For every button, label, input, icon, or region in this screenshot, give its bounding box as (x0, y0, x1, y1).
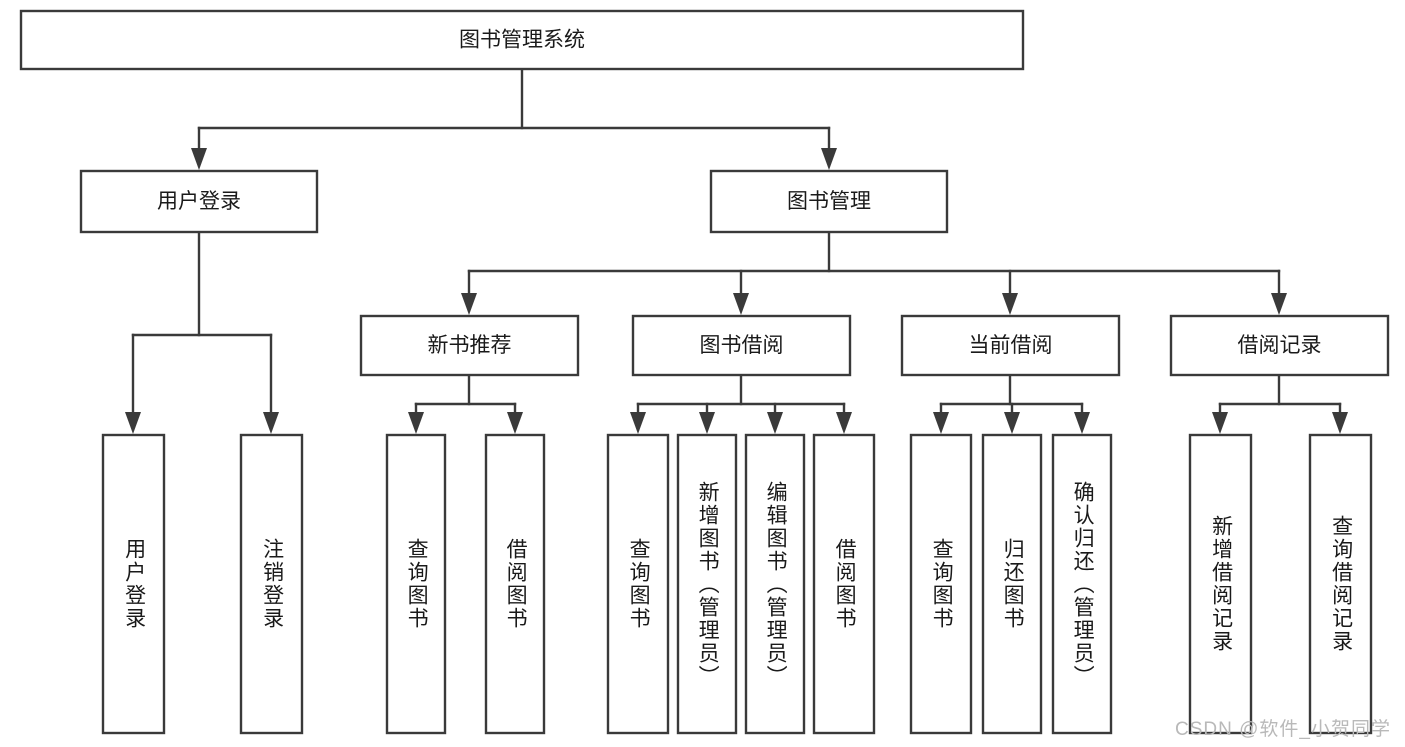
node-box-leaf-0[interactable] (101, 433, 166, 735)
node-box-leaf-10[interactable] (1051, 433, 1113, 735)
node-label-用户登录: 用户登录 (157, 190, 241, 213)
connector-借阅记录-6-arrowhead-0 (1212, 412, 1228, 434)
connector-图书管理-2-arrowhead-0 (461, 293, 477, 315)
connector-图书管理-2-arrowhead-3 (1271, 293, 1287, 315)
connector-图书借阅-4-arrowhead-3 (836, 412, 852, 434)
node-box-leaf-9[interactable] (981, 433, 1043, 735)
connector-图书借阅-4-arrowhead-2 (767, 412, 783, 434)
connector-图书借阅-4-arrowhead-1 (699, 412, 715, 434)
connector-图书管理系统-0-arrowhead-0 (191, 148, 207, 170)
connector-图书管理-2-arrowhead-2 (1002, 293, 1018, 315)
node-box-leaf-11[interactable] (1188, 433, 1253, 735)
node-box-leaf-6[interactable] (744, 433, 806, 735)
node-box-layer (19, 9, 1390, 735)
connector-图书管理系统-0-arrowhead-1 (821, 148, 837, 170)
connector-当前借阅-5-arrowhead-1 (1004, 412, 1020, 434)
node-box-leaf-4[interactable] (606, 433, 670, 735)
connector-借阅记录-6-arrowhead-1 (1332, 412, 1348, 434)
node-label-借阅记录: 借阅记录 (1238, 334, 1322, 357)
node-box-level3-2[interactable] (900, 314, 1121, 377)
node-box-level2-1[interactable] (709, 169, 949, 234)
connector-用户登录-1-arrowhead-0 (125, 412, 141, 434)
node-box-leaf-7[interactable] (812, 433, 876, 735)
node-box-leaf-1[interactable] (239, 433, 304, 735)
node-box-level3-1[interactable] (631, 314, 852, 377)
node-label-新书推荐: 新书推荐 (428, 334, 512, 357)
connector-当前借阅-5-arrowhead-0 (933, 412, 949, 434)
node-label-图书管理: 图书管理 (787, 190, 871, 213)
node-box-leaf-5[interactable] (676, 433, 738, 735)
node-box-leaf-8[interactable] (909, 433, 973, 735)
node-label-图书借阅: 图书借阅 (700, 334, 784, 357)
node-box-leaf-2[interactable] (385, 433, 447, 735)
connector-新书推荐-3-arrowhead-0 (408, 412, 424, 434)
node-box-level3-0[interactable] (359, 314, 580, 377)
node-box-leaf-12[interactable] (1308, 433, 1373, 735)
node-box-level2-0[interactable] (79, 169, 319, 234)
connector-新书推荐-3-arrowhead-1 (507, 412, 523, 434)
connector-用户登录-1-arrowhead-1 (263, 412, 279, 434)
node-label-图书管理系统: 图书管理系统 (459, 29, 585, 52)
node-box-root-0[interactable] (19, 9, 1025, 71)
connector-当前借阅-5-arrowhead-2 (1074, 412, 1090, 434)
csdn-watermark: CSDN @软件_小贺同学 (1175, 719, 1391, 740)
node-box-level3-3[interactable] (1169, 314, 1390, 377)
node-box-leaf-3[interactable] (484, 433, 546, 735)
connector-layer (125, 67, 1348, 434)
node-label-当前借阅: 当前借阅 (969, 334, 1053, 357)
connector-图书管理-2-arrowhead-1 (733, 293, 749, 315)
connector-图书借阅-4-arrowhead-0 (630, 412, 646, 434)
